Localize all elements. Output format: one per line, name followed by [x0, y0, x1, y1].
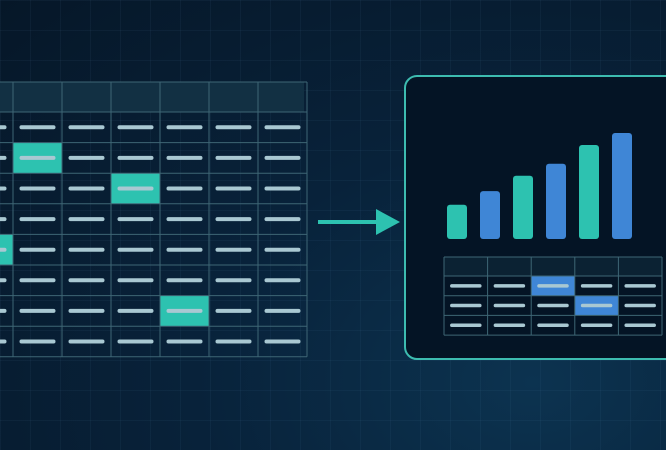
- source-table-header: [0, 82, 304, 112]
- bar: [513, 175, 533, 239]
- bar: [612, 133, 632, 239]
- mini-table-cells: [450, 284, 656, 327]
- bar: [546, 163, 566, 239]
- bar: [579, 144, 599, 239]
- result-panel: [404, 75, 666, 360]
- result-panel-frame: [404, 75, 666, 360]
- mini-table: [443, 256, 663, 336]
- arrow-right-icon: [318, 209, 400, 235]
- mini-table-gridlines: [443, 256, 663, 336]
- bar: [480, 191, 500, 239]
- bar: [447, 204, 467, 239]
- mini-table-header: [444, 257, 662, 276]
- source-table-cells: [0, 125, 301, 344]
- source-table-gridlines: [0, 81, 308, 358]
- bar-chart: [447, 133, 632, 239]
- source-table: [0, 81, 308, 358]
